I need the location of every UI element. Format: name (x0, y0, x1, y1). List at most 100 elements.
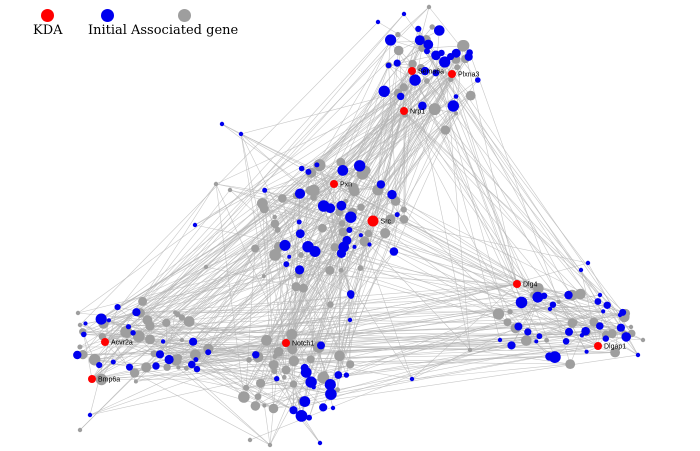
network-edge (117, 266, 207, 308)
network-edge (104, 246, 280, 343)
initial-node (305, 376, 317, 388)
initial-node (325, 388, 337, 400)
network-edge (388, 41, 391, 66)
legend: KDA Initial Associated gene (0, 0, 700, 40)
network-edge (333, 183, 627, 338)
initial-node (447, 100, 459, 112)
initial-node (393, 59, 401, 67)
network-edge (580, 269, 599, 347)
initial-node (306, 414, 312, 421)
network-edge (445, 130, 501, 341)
associated-node (273, 346, 284, 357)
initial-node (294, 188, 306, 199)
kda-label-plxna3: Plxna3 (458, 72, 480, 79)
network-edges (77, 6, 644, 446)
network-edge (274, 370, 321, 444)
network-edge (104, 50, 399, 343)
associated-node (262, 403, 267, 408)
associated-node (338, 227, 348, 237)
initial-node (317, 440, 323, 446)
kda-node-bmp6a (88, 375, 96, 383)
network-edge (314, 251, 331, 305)
associated-node (183, 365, 189, 371)
network-edge (614, 314, 621, 353)
initial-node (87, 412, 93, 418)
network-edge (393, 251, 518, 285)
associated-node (338, 267, 344, 273)
network-edge (403, 110, 534, 296)
network-edge (313, 197, 607, 336)
network-edge (308, 87, 405, 174)
associated-node (589, 317, 599, 327)
network-edge (215, 73, 453, 185)
associated-node (289, 380, 298, 388)
network-edge (215, 183, 287, 344)
associated-node (428, 103, 441, 116)
initial-node (188, 360, 196, 369)
initial-node (578, 267, 584, 273)
network-edge (194, 224, 538, 298)
network-edge (421, 48, 623, 313)
initial-node (252, 351, 260, 359)
initial-node (189, 337, 198, 346)
initial-node (330, 405, 336, 411)
network-edge (360, 206, 599, 347)
initial-node (597, 292, 603, 298)
network-edge (329, 183, 335, 271)
network-edge (147, 254, 276, 321)
associated-node (575, 288, 586, 300)
network-edge (403, 110, 601, 296)
initial-node (617, 312, 623, 318)
associated-node (254, 393, 262, 400)
kda-node-pxn (330, 180, 338, 188)
initial-node (130, 330, 136, 336)
network-edge (103, 323, 599, 347)
initial-node (524, 328, 532, 336)
network-edge (469, 52, 559, 303)
associated-node (77, 427, 83, 433)
initial-node (132, 308, 141, 317)
associated-node (640, 337, 646, 343)
network-edge (169, 326, 519, 360)
kda-label-notch1: Notch1 (292, 341, 314, 348)
initial-node (73, 350, 82, 360)
initial-node (434, 25, 445, 36)
network-edge (195, 190, 355, 360)
network-edge (303, 212, 340, 289)
network-edge (215, 183, 589, 264)
associated-node (454, 111, 459, 116)
associated-node (251, 244, 260, 253)
initial-node (438, 49, 445, 57)
associated-node (282, 374, 287, 380)
network-edge (285, 369, 324, 408)
network-edge (308, 52, 442, 418)
initial-node (376, 180, 386, 189)
network-edge (285, 330, 586, 344)
initial-node (507, 341, 516, 350)
network-edge (451, 73, 518, 285)
associated-node (346, 360, 355, 369)
associated-node (77, 322, 83, 328)
associated-node (556, 299, 561, 304)
legend-label-kda: KDA (33, 23, 63, 38)
network-edge (134, 372, 271, 446)
network-edge (391, 108, 435, 195)
associated-node (335, 387, 340, 393)
initial-node (367, 242, 372, 247)
associated-node (408, 59, 417, 69)
kda-node-sema6a (408, 67, 416, 75)
legend-item-associated: Associated gene (131, 9, 238, 38)
associated-node (145, 334, 155, 345)
initial-node (514, 322, 523, 331)
network-edge (273, 367, 305, 409)
associated-node (238, 391, 250, 403)
network-edge (338, 345, 599, 376)
network-edge (586, 327, 621, 333)
legend-item-initial: Initial (88, 9, 127, 38)
associated-node (132, 330, 145, 343)
associated-node (503, 318, 512, 327)
network-edge (166, 246, 309, 324)
network-edge (411, 70, 540, 337)
associated-node (610, 347, 620, 358)
associated-node (322, 371, 328, 377)
